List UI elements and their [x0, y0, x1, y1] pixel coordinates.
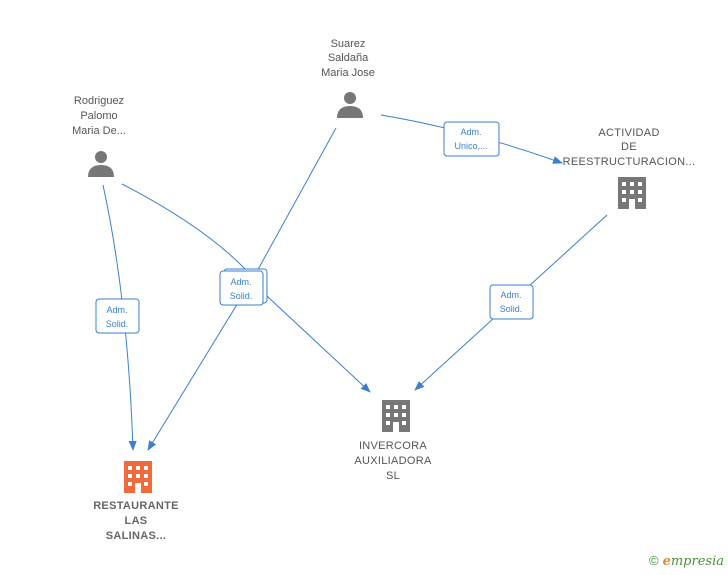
company-name-line: RESTAURANTE [93, 500, 179, 512]
company-name-line: DE [621, 141, 637, 153]
edge-label-rodriguez-restaurante[interactable]: Adm. Solid. [95, 298, 140, 334]
person-node-rodriguez[interactable]: Rodriguez Palomo Maria De... [72, 95, 126, 177]
person-name-line: Maria De... [72, 125, 126, 137]
person-node-suarez[interactable]: Suarez Saldaña Maria Jose [321, 38, 375, 118]
person-icon [88, 151, 114, 177]
edge-label-actividad-invercora[interactable]: Adm. Solid. [489, 284, 534, 320]
company-name-line: AUXILIADORA [354, 455, 432, 467]
edge-label-line: Solid. [106, 319, 129, 329]
edge-label-line: Adm. [230, 277, 251, 287]
company-name-line: LAS [125, 515, 148, 527]
copyright-icon: © [648, 553, 659, 568]
company-node-restaurante[interactable]: RESTAURANTE LAS SALINAS... [93, 461, 179, 542]
person-name-line: Suarez [331, 38, 366, 50]
person-name-line: Palomo [80, 110, 117, 122]
brand-rest: mpresia [670, 554, 724, 569]
company-name-line: ACTIVIDAD [598, 127, 659, 139]
edge-label-line: Adm. [500, 290, 521, 300]
company-node-actividad[interactable]: ACTIVIDAD DE REESTRUCTURACION... [563, 127, 696, 209]
company-node-invercora[interactable]: INVERCORA AUXILIADORA SL [354, 400, 432, 482]
edge-label-suarez-actividad[interactable]: Adm. Unico,... [443, 121, 500, 157]
company-name-line: SALINAS... [106, 530, 166, 542]
person-name-line: Maria Jose [321, 67, 375, 79]
brand-initial: e [662, 554, 671, 569]
person-name-line: Saldaña [328, 52, 369, 64]
person-name-line: Rodriguez [74, 95, 124, 107]
edges [102, 114, 608, 451]
brand-logo: empresia [663, 554, 724, 569]
building-icon [618, 177, 646, 209]
edge-label-shared[interactable]: Adm. Solid. [219, 268, 268, 306]
building-icon [382, 400, 410, 432]
building-icon [124, 461, 152, 493]
edge-label-line: Adm. [460, 127, 481, 137]
edge-label-line: Adm. [106, 305, 127, 315]
footer-brand[interactable]: ©empresia [649, 553, 724, 569]
edge-label-line: Solid. [230, 291, 253, 301]
company-name-line: REESTRUCTURACION... [563, 156, 696, 168]
company-name-line: INVERCORA [359, 440, 427, 452]
edge-label-line: Solid. [500, 304, 523, 314]
edge-label-line: Unico,... [454, 141, 487, 151]
company-name-line: SL [386, 470, 400, 482]
person-icon [337, 92, 363, 118]
